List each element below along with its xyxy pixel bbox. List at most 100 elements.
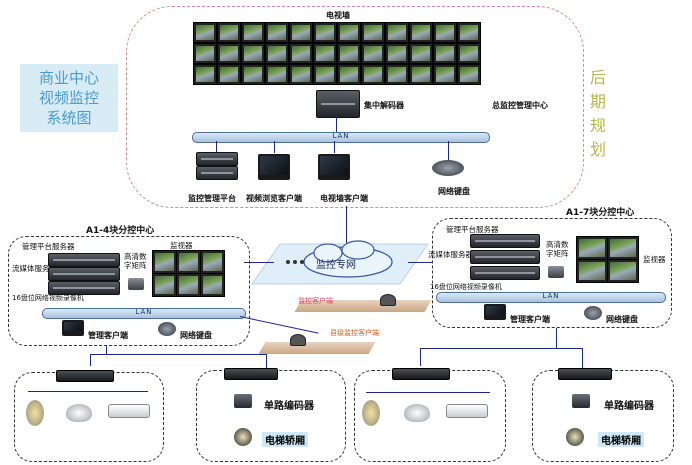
right-keyboard-label: 网络键盘: [606, 315, 638, 324]
screen-tile: [217, 43, 241, 64]
screen-tile: [289, 22, 313, 43]
screen-tile: [433, 43, 457, 64]
screen-tile: [361, 64, 385, 85]
ceiling-camera-1-icon: [66, 404, 92, 422]
remote-client-orange-icon: [290, 334, 306, 346]
screen-image: [460, 46, 478, 61]
screen-image: [436, 67, 454, 82]
elevator-1-label: 电梯轿厢: [262, 432, 308, 447]
screen-image: [460, 67, 478, 82]
screen-tile: [200, 250, 225, 274]
field-zone-elevator-2: [532, 370, 674, 462]
elevator-camera-2-icon: [566, 428, 584, 446]
remote-client-platform-orange: [258, 342, 376, 354]
left-matrix-label: 高清数字矩阵: [124, 252, 147, 270]
keyboard-label: 网络键盘: [438, 187, 470, 196]
screen-image: [268, 25, 286, 40]
screen-image: [203, 276, 222, 294]
left-server-2-icon: [48, 267, 120, 281]
screen-tile: [241, 43, 265, 64]
central-monitoring-zone: [126, 6, 584, 208]
screen-image: [196, 67, 214, 82]
browse-client-label: 视频浏览客户端: [246, 194, 302, 203]
screen-tile: [241, 22, 265, 43]
platform-server-icon-2: [196, 166, 238, 180]
central-decoder-icon: [316, 90, 360, 118]
screen-image: [316, 25, 334, 40]
screen-tile: [385, 64, 409, 85]
right-server-1-label: 管理平台服务器: [446, 225, 499, 234]
left-client-monitor-icon: [62, 320, 84, 336]
camera-bus-2: [366, 392, 490, 394]
left-client-label: 管理客户端: [88, 331, 128, 340]
keyboard-icon: [432, 160, 464, 176]
screen-image: [196, 25, 214, 40]
diagram-title: 商业中心 视频监控 系统图: [20, 64, 118, 132]
left-server-3-icon: [48, 281, 120, 295]
right-server-1-icon: [470, 234, 540, 248]
wall-client-label: 电视墙客户端: [320, 194, 368, 203]
screen-image: [412, 25, 430, 40]
encoder-2-icon: [572, 394, 590, 408]
screen-image: [292, 67, 310, 82]
right-drop-a: [420, 348, 422, 366]
video-wall: [193, 22, 481, 85]
camera-bus-1: [28, 391, 148, 393]
left-trunk: [106, 346, 108, 354]
screen-tile: [385, 43, 409, 64]
screen-tile: [176, 250, 201, 274]
elevator-camera-1-icon: [234, 428, 252, 446]
elevator-2-label: 电梯轿厢: [598, 432, 644, 447]
screen-image: [220, 67, 238, 82]
screen-tile: [607, 236, 639, 260]
switch-1-icon: [56, 370, 114, 382]
encoder-1-label: 单路编码器: [264, 401, 314, 412]
right-matrix-icon: [548, 266, 564, 278]
screen-image: [155, 276, 174, 294]
screen-tile: [289, 43, 313, 64]
bullet-camera-1-icon: [108, 404, 150, 418]
center-label: 总监控管理中心: [492, 101, 548, 110]
screen-image: [579, 239, 605, 257]
remote-client-pink-label: 监控客户端: [298, 297, 333, 305]
screen-tile: [409, 43, 433, 64]
dome-camera-2-icon: [362, 400, 380, 426]
ceiling-camera-2-icon: [404, 404, 430, 422]
screen-image: [292, 25, 310, 40]
dome-camera-1-icon: [26, 400, 44, 426]
left-server-3-label: 16盘位网络视频录像机: [12, 294, 84, 302]
screen-tile: [193, 43, 217, 64]
right-server-3-label: 16盘位网络视频录像机: [430, 283, 502, 291]
right-matrix-label: 高清数字矩阵: [546, 240, 569, 258]
left-lan-to-cloud: [244, 262, 274, 264]
screen-tile: [385, 22, 409, 43]
screen-tile: [361, 43, 385, 64]
left-server-1-label: 管理平台服务器: [22, 242, 75, 251]
screen-image: [179, 253, 198, 271]
screen-image: [388, 25, 406, 40]
title-line-3: 系统图: [46, 109, 92, 127]
left-distribution-bus: [90, 354, 266, 356]
left-lan-label: LAN: [135, 308, 153, 316]
screen-image: [244, 46, 262, 61]
screen-image: [244, 25, 262, 40]
screen-image: [579, 262, 605, 280]
left-keyboard-label: 网络键盘: [180, 331, 212, 340]
screen-image: [316, 46, 334, 61]
later-plan-label: 后期规划: [589, 68, 606, 159]
screen-tile: [265, 43, 289, 64]
link-wall-client: [334, 141, 336, 153]
left-drop-b: [266, 354, 268, 368]
encoder-1-icon: [234, 394, 252, 408]
screen-image: [610, 262, 636, 280]
right-lan-label: LAN: [542, 292, 560, 300]
screen-tile: [337, 64, 361, 85]
screen-tile: [409, 22, 433, 43]
left-monitor-wall: [152, 250, 226, 297]
screen-image: [155, 253, 174, 271]
left-keyboard-icon: [158, 322, 176, 336]
screen-tile: [433, 22, 457, 43]
right-wall-label: 监视器: [643, 255, 666, 264]
platform-server-icon: [196, 152, 238, 166]
screen-tile: [176, 273, 201, 297]
